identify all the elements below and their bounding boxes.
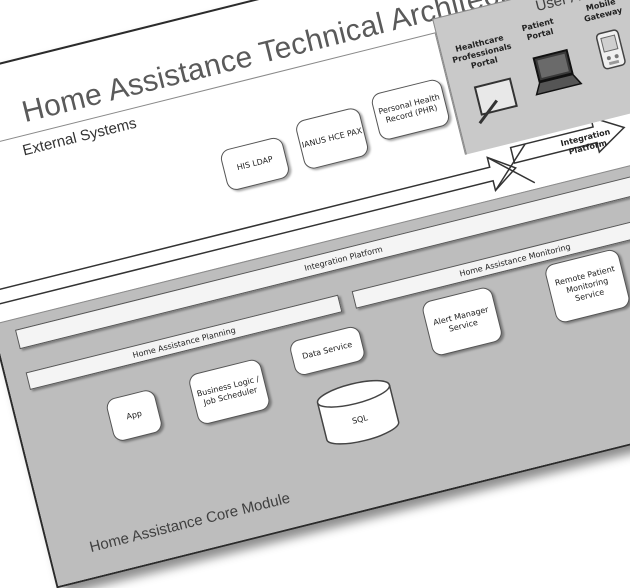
data-service-box: Data Service <box>288 324 367 378</box>
integration-arrow-right <box>0 156 517 308</box>
integration-band: Integration Platform <box>0 106 630 325</box>
integration-arrow-upper <box>509 116 626 164</box>
business-logic-box: Business Logic / Job Scheduler <box>187 357 272 427</box>
planning-bar-label: Home Assistance Planning <box>131 325 237 360</box>
sql-database-icon <box>316 379 400 445</box>
remote-monitoring-label: Remote Patient Monitoring Service <box>554 264 616 304</box>
mobile-device-icon <box>595 29 626 70</box>
business-logic-label: Business Logic / Job Scheduler <box>195 374 261 408</box>
mobile-gateway-label: Mobile Gateway <box>583 0 624 24</box>
his-ldap-label: HIS LDAP <box>235 154 274 173</box>
ianus-label: IANUS HCE PAX <box>300 126 364 150</box>
core-module-panel: Integration Platform Home Assistance Pla… <box>0 154 630 587</box>
remote-monitoring-box: Remote Patient Monitoring Service <box>543 247 630 325</box>
user-access-panel: User Access Healthcare Professionals Por… <box>432 0 630 157</box>
app-label: App <box>125 408 143 422</box>
phr-label: Personal Health Record (PHR) <box>377 92 441 125</box>
his-ldap-box: HIS LDAP <box>218 135 292 192</box>
integration-arrows <box>0 116 626 308</box>
integration-platform-bar-label: Integration Platform <box>303 244 384 273</box>
healthcare-portal-label: Healthcare Professionals Portal <box>451 33 513 71</box>
data-service-label: Data Service <box>301 339 354 361</box>
ianus-box: IANUS HCE PAX <box>294 106 371 171</box>
laptop-icon <box>532 48 583 96</box>
tablet-icon <box>473 77 518 125</box>
phr-box: Personal Health Record (PHR) <box>369 77 452 142</box>
patient-portal-label: Patient Portal <box>520 16 555 43</box>
alert-manager-box: Alert Manager Service <box>420 285 504 358</box>
alert-manager-label: Alert Manager Service <box>432 304 490 334</box>
app-box: App <box>104 388 164 443</box>
